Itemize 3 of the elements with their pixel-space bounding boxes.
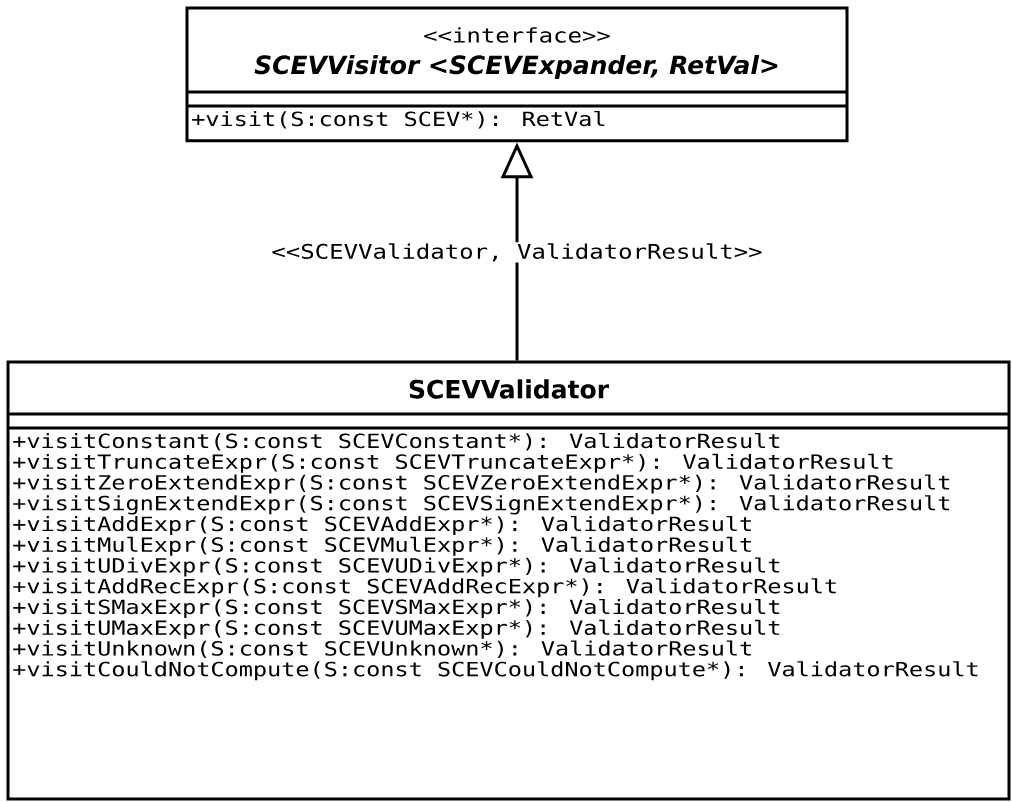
edge-label: <<SCEVValidator, ValidatorResult>> — [270, 242, 764, 263]
class-box: SCEVValidator +visitConstant(S:const SCEVConstant*): ValidatorResult +visitTruncateExpr(S:const SCEVTruncateExpr*): ValidatorResult +visitZeroExtendExpr(S:const SCEVZeroExtendExpr*): ValidatorResult +visitSignExtendExpr(S:const SCEVSignExtendExpr*): ValidatorResult +visitAddExpr(S:const SCEVAddExpr*): ValidatorResult +visitMulExpr(S:const SCEVMulExpr*): ValidatorResult +visitUDivExpr(S:const SCEVUDivExpr*): ValidatorResult +visitAddRecExpr(S:const SCEVAddRecExpr*): ValidatorResult +visitSMaxExpr(S:const SCEVSMaxExpr*): ValidatorResult +visitUMaxExpr(S:const SCEVUMaxExpr*): ValidatorResult +visitUnknown(S:const SCEVUnknown*): ValidatorResult +visitCouldNotCompute(S:const SCEVCouldNotCompute*): ValidatorResult — [6, 360, 1011, 801]
class-box: <<interface>> SCEVVisitor <SCEVExpander, RetVal> +visit(S:const SCEV*): RetVal — [185, 6, 849, 143]
